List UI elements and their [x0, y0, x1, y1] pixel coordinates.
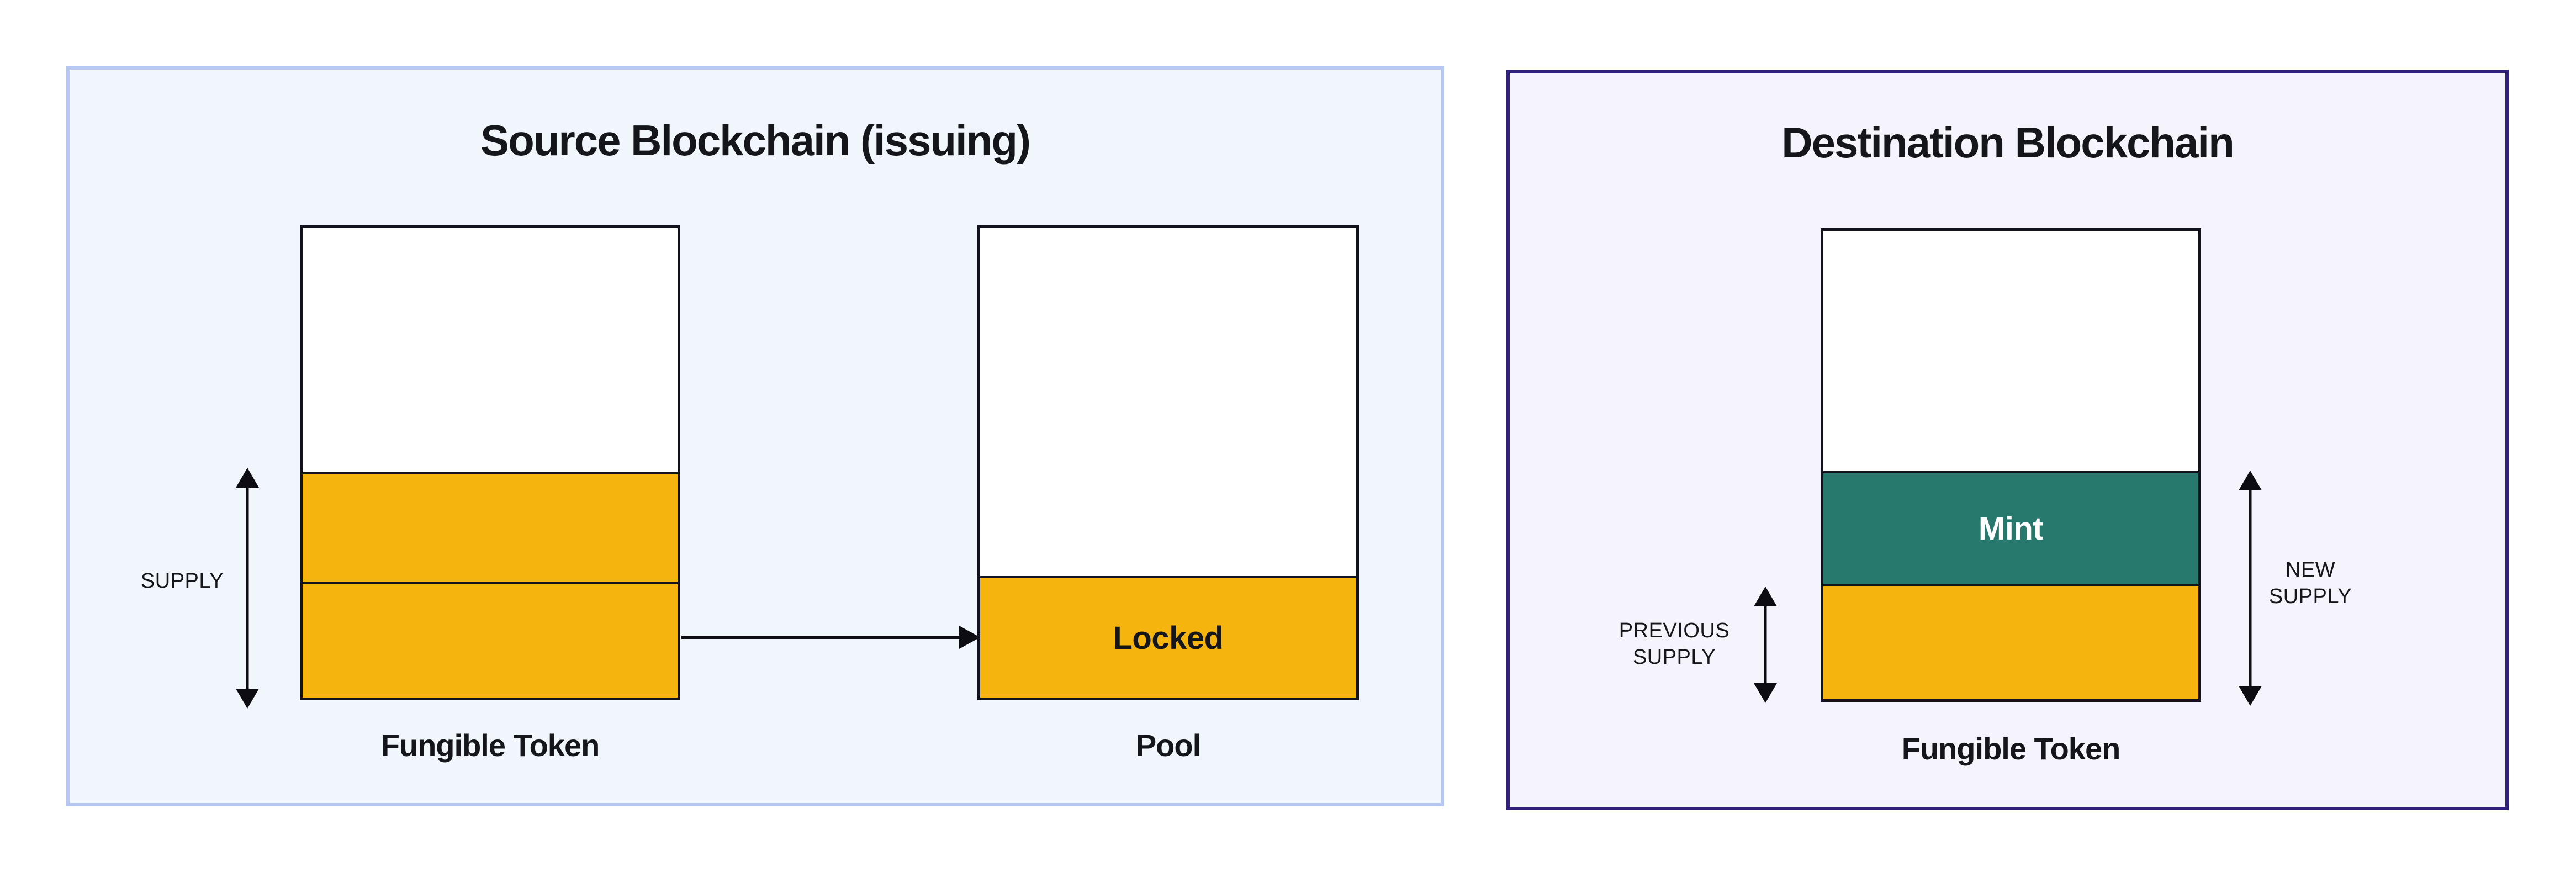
previous-supply-line1: PREVIOUS [1618, 619, 1730, 642]
lock-transfer-arrow-icon [681, 626, 980, 649]
pool-locked-section: Locked [980, 576, 1356, 698]
destination-token-unissued-section [1823, 231, 2198, 471]
supply-range-arrow-icon [236, 468, 259, 709]
source-token-supply-lower-section [303, 582, 678, 698]
destination-panel-title: Destination Blockchain [1781, 118, 2235, 167]
pool-caption: Pool [1135, 728, 1201, 763]
previous-supply-range-arrow-icon [1754, 587, 1777, 703]
source-token-caption: Fungible Token [380, 728, 600, 763]
destination-mint-section: Mint [1823, 471, 2198, 584]
source-fungible-token-box [300, 225, 680, 700]
new-supply-line1: NEW [2285, 558, 2336, 582]
source-panel-title: Source Blockchain (issuing) [480, 116, 1031, 165]
mint-label: Mint [1978, 510, 2044, 547]
locked-label: Locked [1113, 620, 1224, 656]
new-supply-label: NEW SUPPLY [2222, 557, 2399, 610]
new-supply-range-arrow-icon [2239, 471, 2262, 706]
source-token-supply-upper-section [303, 472, 678, 582]
previous-supply-line2: SUPPLY [1632, 646, 1716, 669]
destination-blockchain-panel: Destination Blockchain Mint PREVIOUS SUP… [1506, 70, 2509, 810]
destination-token-caption: Fungible Token [1901, 731, 2121, 766]
source-token-unissued-section [303, 228, 678, 472]
new-supply-line2: SUPPLY [2268, 585, 2352, 608]
source-blockchain-panel: Source Blockchain (issuing) SUPPLY Locke… [66, 66, 1444, 806]
previous-supply-label: PREVIOUS SUPPLY [1586, 617, 1763, 670]
source-pool-box: Locked [977, 225, 1359, 700]
supply-label: SUPPLY [140, 569, 224, 593]
pool-empty-section [980, 228, 1356, 576]
destination-fungible-token-box: Mint [1821, 228, 2201, 702]
destination-previous-supply-section [1823, 584, 2198, 699]
